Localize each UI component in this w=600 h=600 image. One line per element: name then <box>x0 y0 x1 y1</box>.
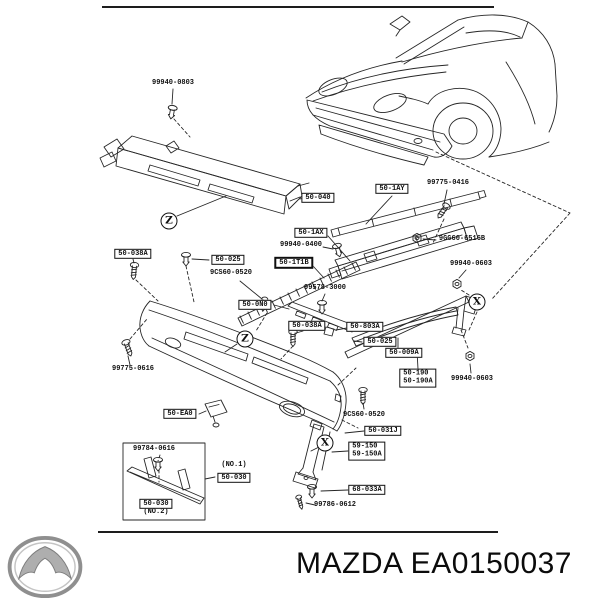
part-code-label: 50-1AX <box>294 227 328 239</box>
part-upper-molding <box>330 190 487 238</box>
part-number-text: (NO.2) <box>143 508 169 517</box>
part-number-text: 99786-0612 <box>313 501 357 510</box>
part-code-label: 50-030 <box>139 498 173 510</box>
part-code-label: 50-038A <box>288 320 326 332</box>
part-number-text: 99940-0803 <box>151 79 195 88</box>
part-front-bumper <box>139 300 347 432</box>
part-bumper-reinforcement <box>99 135 312 215</box>
part-code-label: 50-031J <box>364 425 402 437</box>
part-code-label: 50-1AY <box>375 183 409 195</box>
view-marker-z: Z <box>160 212 178 230</box>
part-number-text: 99775-0616 <box>111 365 155 374</box>
part-code-label: 50-EA0 <box>163 408 197 420</box>
part-number-text: 99940-0603 <box>449 260 493 269</box>
footer-part-number: MAZDA EA0150037 <box>296 547 572 580</box>
part-code-label: 68-033A <box>348 484 386 496</box>
part-code-label: 50-025 <box>363 336 397 348</box>
part-number-text: 9GG60-6516B <box>438 235 486 244</box>
leader-lines <box>127 88 472 506</box>
top-border-rule <box>102 6 494 8</box>
part-number-text: 99578-3000 <box>303 284 347 293</box>
view-marker-x: X <box>316 434 334 452</box>
part-code-label: 50-803A <box>346 321 384 333</box>
view-marker-z: Z <box>236 330 254 348</box>
part-code-label: 50-025 <box>211 254 245 266</box>
view-marker-x: X <box>468 293 486 311</box>
part-code-label-highlighted: 50-1T1B <box>274 256 314 270</box>
alignment-dashed-lines <box>129 118 571 483</box>
part-code-label: 50-030 <box>217 472 251 484</box>
part-number-text: 9CS60-0520 <box>209 269 253 278</box>
car-illustration <box>305 14 558 166</box>
part-code-label: 50-0N0 <box>238 299 272 311</box>
part-grille-reinforcement <box>328 221 479 280</box>
part-number-text: 99775-0416 <box>426 179 470 188</box>
part-number-text: 99940-0400 <box>279 241 323 250</box>
part-under-bracket <box>204 399 228 428</box>
mazda-logo <box>7 535 83 599</box>
bottom-border-rule <box>98 531 498 533</box>
part-code-label: 50-009A <box>385 347 423 359</box>
part-code-label: 50-038A <box>114 248 152 260</box>
part-code-label: 50-040 <box>301 192 335 204</box>
part-number-text: 99784-0616 <box>132 445 176 454</box>
part-number-text: 9CS60-0520 <box>342 411 386 420</box>
part-number-text: 99940-0603 <box>450 375 494 384</box>
part-number-text: (NO.1) <box>221 461 247 470</box>
inset-detail-box <box>122 442 206 521</box>
